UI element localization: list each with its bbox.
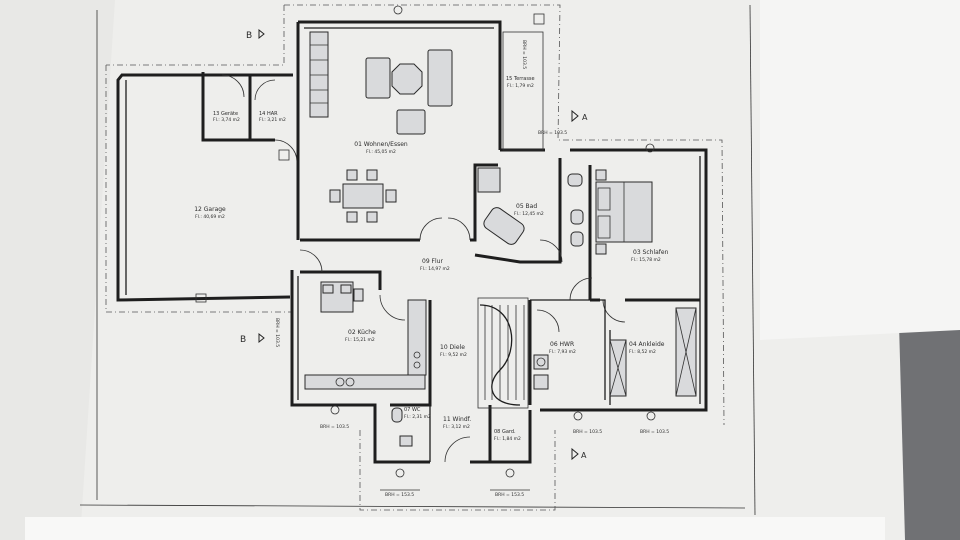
- door-swing-hwr: [536, 309, 560, 333]
- room-area: Fl.: 3,21 m2: [259, 117, 286, 123]
- room-name: 01 Wohnen/Essen: [354, 141, 408, 148]
- room-area: Fl.: 1,84 m2: [494, 436, 521, 442]
- brh-note-kitchen: BRH = 103.5: [320, 424, 349, 430]
- roof-outline-top: [284, 4, 725, 426]
- room-area: Fl.: 3,12 m2: [443, 424, 470, 430]
- wc-fixtures: [391, 407, 413, 447]
- garage-door-post: [278, 149, 290, 161]
- wardrobes: [609, 307, 697, 397]
- room-area: Fl.: 15,78 m2: [631, 257, 661, 263]
- room-area: Fl.: 3,74 m2: [213, 117, 240, 123]
- room-name: 10 Diele: [440, 344, 465, 351]
- door-swing-bath: [539, 239, 563, 263]
- garage-post: [195, 293, 207, 303]
- room-area: Fl.: 12,45 m2: [514, 211, 544, 217]
- brh-note: BRH = 103.5: [538, 130, 567, 136]
- room-name: 03 Schlafen: [633, 249, 669, 256]
- door-swing-kitchen: [379, 294, 406, 321]
- roof-outline-left: [105, 65, 292, 313]
- room-area: Fl.: 8,52 m2: [629, 349, 656, 355]
- brh-note-door-right: BRH = 153.5: [495, 492, 524, 498]
- entrance-outline: [359, 430, 556, 511]
- brh-note-door-left: BRH = 153.5: [385, 492, 414, 498]
- door-swing-har: [254, 79, 276, 101]
- section-a-bottom-arrow: [571, 447, 579, 461]
- living-furniture: [309, 31, 453, 223]
- paper-sheet: [0, 0, 905, 540]
- wall-gard-outer: [490, 410, 532, 464]
- door-swing-ankleide: [602, 299, 626, 323]
- room-area: Fl.: 1,79 m2: [507, 83, 534, 89]
- section-b-top-arrow: [258, 28, 265, 40]
- section-label-b-top: B: [246, 31, 252, 41]
- terrace-post: [533, 13, 545, 25]
- frame-line-bottom: [79, 504, 746, 509]
- bedroom-furniture: [595, 169, 653, 255]
- room-name: 06 HWR: [550, 341, 574, 348]
- room-name: 07 WC: [404, 407, 421, 413]
- axis-markers: [330, 5, 656, 491]
- room-name: 12 Garage: [194, 206, 226, 213]
- section-label-b-bottom: B: [240, 335, 246, 345]
- room-area: Fl.: 40,69 m2: [195, 214, 225, 220]
- door-swing-living-1: [419, 217, 443, 241]
- brh-note-hwr: BRH = 103.5: [573, 429, 602, 435]
- section-b-bottom-arrow: [258, 332, 265, 344]
- door-swing-bedroom: [569, 277, 593, 301]
- room-name: 08 Gard.: [494, 429, 516, 435]
- stair: [477, 297, 529, 409]
- room-name: 11 Windf.: [443, 416, 471, 423]
- wall-bath-south: [474, 158, 562, 264]
- room-name: 05 Bad: [516, 203, 537, 210]
- door-swing-geraete: [221, 74, 245, 98]
- section-label-a-bottom: A: [581, 451, 587, 460]
- room-name: 14 HAR: [259, 111, 278, 117]
- wall-hwr: [530, 299, 606, 400]
- section-a-top-arrow: [571, 109, 579, 123]
- brh-note-left: BRH = 103.5: [274, 318, 280, 347]
- roof-outline-topleft: [106, 5, 285, 66]
- room-name: 04 Ankleide: [629, 341, 665, 348]
- room-area: Fl.: 9,52 m2: [440, 352, 467, 358]
- room-area: Fl.: 14,97 m2: [420, 266, 450, 272]
- room-name: 09 Flur: [422, 258, 443, 265]
- frame-line-right: [749, 4, 756, 516]
- room-area: Fl.: 15,21 m2: [345, 337, 375, 343]
- room-area: Fl.: 45,05 m2: [366, 149, 396, 155]
- wall-bath-west: [470, 163, 498, 242]
- bath-fixtures: [477, 167, 584, 247]
- door-swing-entrance: [444, 436, 471, 463]
- wall-bedroom-outer: [540, 148, 708, 412]
- room-area: Fl.: 7,93 m2: [549, 349, 576, 355]
- paper-bottom-sheet: [25, 517, 885, 540]
- wall-kitchen-outer: [290, 270, 430, 464]
- wall-living-north: [298, 20, 502, 150]
- paper-left-shade: [0, 0, 115, 540]
- brh-note-terrace: BRH = 103.5: [521, 40, 527, 69]
- paper-overlap-sheet: [760, 0, 960, 340]
- room-name: 02 Küche: [348, 329, 376, 336]
- door-swing-living-2: [447, 217, 471, 241]
- kitchen-furniture: [304, 281, 427, 390]
- door-swing-flur: [299, 249, 323, 273]
- room-name: 15 Terrasse: [506, 76, 535, 82]
- room-name: 13 Geräte: [213, 111, 238, 117]
- room-area: Fl.: 2,31 m2: [404, 414, 431, 420]
- hwr-appliances: [533, 354, 549, 390]
- section-label-a-top: A: [582, 113, 588, 122]
- terrace-area: [502, 31, 544, 151]
- wall-kitchen-north: [300, 270, 382, 290]
- brh-note-ankleide: BRH = 103.5: [640, 429, 669, 435]
